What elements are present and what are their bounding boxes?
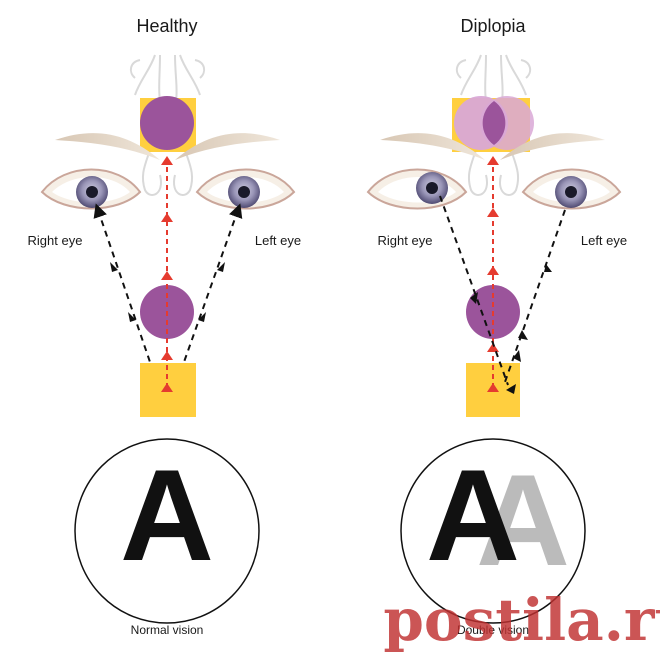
vision-circle [74,438,260,624]
arrow-icon [161,383,173,392]
left-eye-icon [521,168,622,210]
arrow-icon [161,213,173,222]
light-rays [439,195,566,386]
arrow-icon [506,384,516,394]
ghost-letter: A [476,447,570,593]
diplopia-panel: Diplopia Right eye Left eye [366,16,627,637]
arrow-icon [217,262,225,272]
arrow-icon [161,271,173,280]
arrow-icon [487,156,499,165]
normal-letter: A [120,442,214,588]
left-eye-icon [195,168,296,210]
diplopia-caption: Double vision [457,623,529,637]
brain-icon [129,54,206,196]
arrow-icon [161,156,173,165]
arrow-icon [487,343,499,352]
healthy-panel: Healthy Right eye Left eye [28,16,302,637]
diplopia-right-eye-label: Right eye [378,233,433,248]
left-brow [175,133,280,160]
watermark: postila.ru [383,586,660,654]
arrow-icon [161,351,173,360]
arrow-icon [110,262,118,272]
arrow-icon [518,330,528,340]
healthy-caption: Normal vision [131,623,204,637]
arrow-icon [513,350,521,362]
healthy-right-eye-label: Right eye [28,233,83,248]
vision-circle [400,438,586,624]
arrow-icon [487,266,499,275]
right-brow [380,133,485,160]
diplopia-title: Diplopia [460,16,526,36]
right-eye-icon [40,168,142,210]
diplopia-left-eye-label: Left eye [581,233,627,248]
optic-path [487,156,499,392]
arrow-icon [544,264,552,272]
cortex-image-circle [140,96,194,150]
cortex-overlap [482,101,506,145]
arrow-icon [198,312,206,322]
main-letter: A [426,442,520,588]
right-brow [55,133,160,160]
arrow-icon [470,292,478,304]
brain-icon [455,54,532,196]
left-brow [500,133,605,160]
light-rays [93,203,243,363]
arrow-icon [487,383,499,392]
arrow-icon [487,208,499,217]
healthy-left-eye-label: Left eye [255,233,301,248]
optic-path [161,156,173,392]
arrow-icon [128,312,136,322]
right-eye-icon [366,168,468,210]
healthy-title: Healthy [136,16,197,36]
